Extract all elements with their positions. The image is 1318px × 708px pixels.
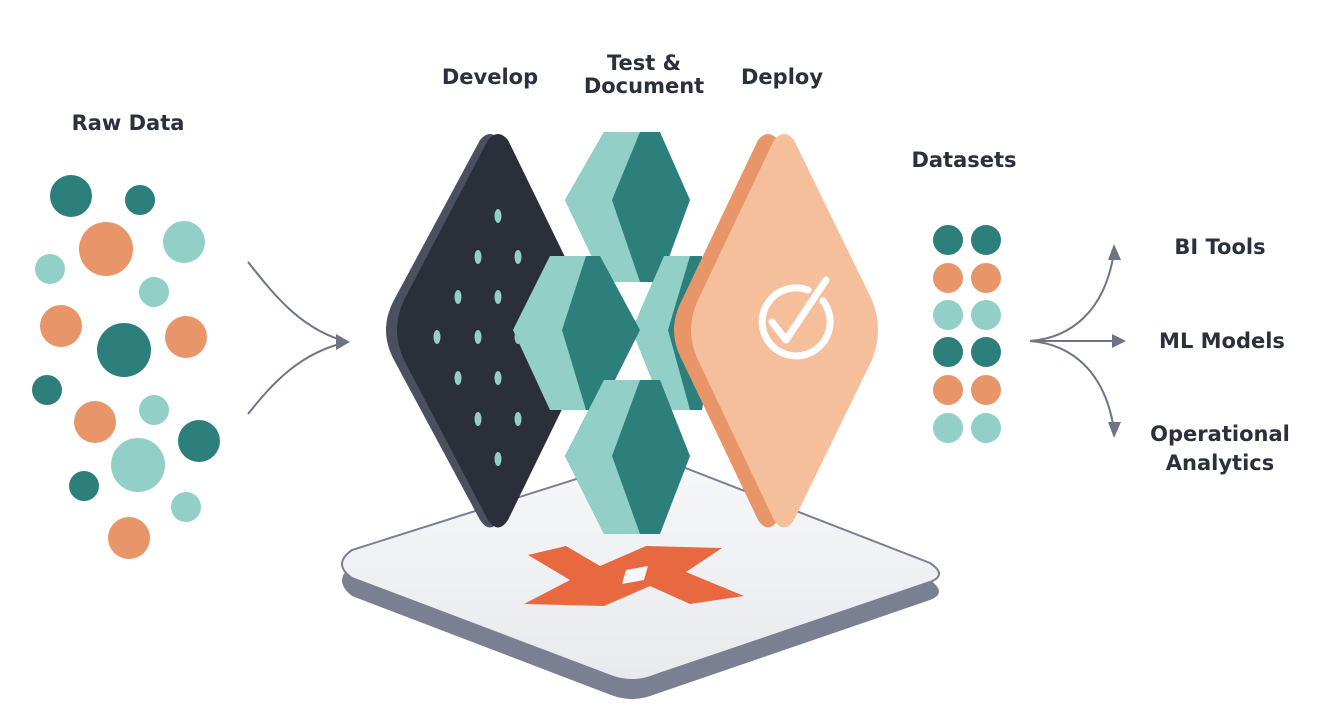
ml-models-label: ML Models <box>1159 329 1285 353</box>
deploy-label: Deploy <box>740 65 824 89</box>
checkmark-circle-icon <box>758 276 834 360</box>
raw-data-label: Raw Data <box>71 111 185 135</box>
operational-analytics-label-line2: Analytics <box>1165 451 1275 475</box>
cube-bottom <box>565 380 690 534</box>
operational-analytics-label-line1: Operational <box>1150 422 1290 446</box>
dbt-logo-icon <box>524 546 744 606</box>
deploy-shape <box>674 134 878 528</box>
test-document-label-line2: Document <box>583 74 705 98</box>
bi-tools-label: BI Tools <box>1174 235 1266 259</box>
develop-shape <box>386 134 592 528</box>
cube-middle <box>513 256 640 410</box>
cube-top <box>565 132 690 282</box>
develop-label: Develop <box>441 65 539 89</box>
input-arrow <box>247 261 350 415</box>
datasets-grid <box>933 225 1001 443</box>
test-document-label-line1: Test & <box>607 51 681 75</box>
datasets-label: Datasets <box>911 148 1017 172</box>
output-arrows <box>1029 244 1126 438</box>
raw-data-cluster <box>32 175 220 559</box>
